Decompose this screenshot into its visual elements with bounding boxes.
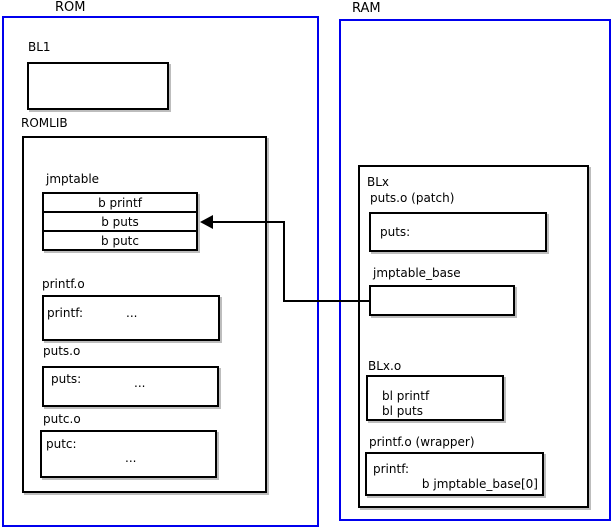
connector-segment-vertical (283, 221, 285, 302)
jmptable-base-label: jmptable_base (373, 266, 461, 280)
romlib-label: ROMLIB (21, 116, 68, 130)
jmptable-entry-printf: b printf (42, 192, 198, 213)
blx-o-instruction-puts: bl puts (382, 404, 423, 418)
puts-o-label: puts.o (43, 344, 81, 358)
putc-o-box: putc: ... (40, 430, 217, 478)
jmptable-box: b printf b puts b putc (42, 192, 198, 251)
blx-o-instruction-printf: bl printf (382, 389, 430, 403)
blx-o-box: bl printf bl puts (366, 375, 504, 421)
printf-symbol: printf: (47, 306, 84, 320)
arrowhead-left-icon (200, 215, 213, 229)
romlib-box (22, 136, 267, 493)
blx-box (358, 165, 589, 508)
puts-patch-symbol: puts: (380, 225, 411, 239)
jmptable-base-box (369, 285, 515, 316)
connector-segment-bottom (283, 300, 369, 302)
printf-wrapper-instruction: b jmptable_base[0] (421, 477, 538, 491)
putc-body-ellipsis: ... (125, 451, 137, 465)
printf-wrapper-symbol: printf: (373, 462, 410, 476)
blx-label: BLx (367, 175, 390, 189)
jmptable-label: jmptable (46, 172, 100, 186)
rom-frame (2, 16, 319, 527)
ram-title: RAM (352, 1, 381, 16)
ram-frame (339, 19, 611, 521)
puts-patch-label: puts.o (patch) (370, 191, 455, 205)
printf-body-ellipsis: ... (126, 306, 138, 320)
jmptable-entry-puts: b puts (42, 211, 198, 232)
putc-o-label: putc.o (43, 412, 81, 426)
connector-segment-top (211, 221, 285, 223)
puts-body-ellipsis: ... (134, 376, 146, 390)
bl1-label: BL1 (28, 40, 51, 54)
putc-symbol: putc: (46, 437, 77, 451)
jmptable-entry-putc: b putc (42, 230, 198, 251)
printf-wrapper-label: printf.o (wrapper) (369, 435, 475, 449)
bl1-box (27, 62, 169, 110)
puts-symbol: puts: (51, 372, 82, 386)
puts-o-box: puts: ... (42, 366, 219, 407)
printf-o-box: printf: ... (42, 295, 220, 341)
printf-wrapper-box: printf: b jmptable_base[0] (365, 452, 544, 496)
rom-title: ROM (55, 0, 86, 15)
blx-o-instructions: bl printf bl puts (368, 389, 502, 419)
blx-o-label: BLx.o (368, 359, 402, 373)
printf-o-label: printf.o (42, 277, 85, 291)
puts-patch-box: puts: (369, 212, 547, 252)
